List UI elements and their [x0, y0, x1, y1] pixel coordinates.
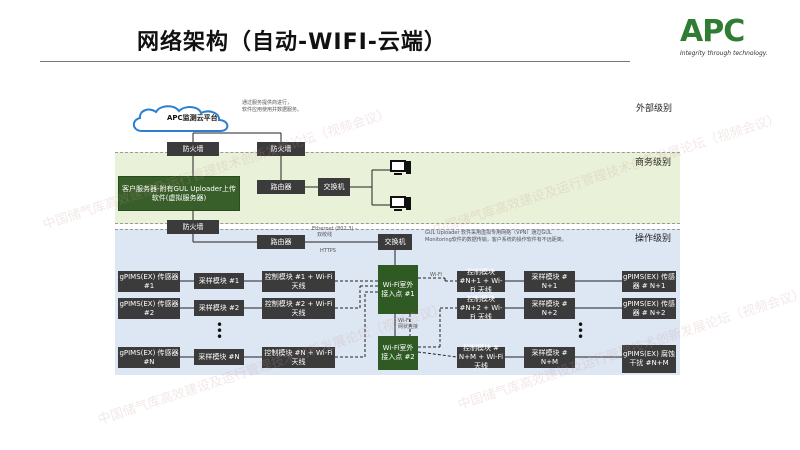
page-title: 网络架构（自动-WIFI-云端） [137, 30, 447, 55]
sensor-box-right-m: gPIMS(EX) 腐蚀干扰 #N+M [622, 345, 676, 373]
external-level-label: 外部级别 [636, 104, 673, 114]
sampling-module-left-1: 采样模块 #1 [194, 273, 244, 289]
sensor-box-right-1: gPIMS(EX) 传感器 # N+1 [622, 271, 676, 292]
https-note: HTTPS [320, 248, 336, 254]
title-divider [40, 61, 630, 62]
logo-text: APC [680, 14, 745, 49]
control-module-left-2: 控制模块 #2 + Wi-Fi 天线 [262, 298, 335, 319]
sampling-module-right-1: 采样模块 # N+1 [524, 271, 575, 292]
sensor-box-left-1: gPIMS(EX) 传感器 #1 [118, 271, 180, 292]
sampling-module-left-2: 采样模块 #2 [194, 300, 244, 316]
sensor-box-left-n: gPIMS(EX) 传感器 #N [118, 347, 180, 368]
sampling-module-right-2: 采样模块 # N+2 [524, 298, 575, 319]
cloud-icon [132, 105, 229, 132]
computer-icon [390, 160, 411, 175]
sensor-box-left-2: gPIMS(EX) 传感器 #2 [118, 298, 180, 319]
computer-icon [390, 196, 411, 211]
sensor-box-right-2: gPIMS(EX) 传感器 # N+2 [622, 298, 676, 319]
operations-level-label: 操作级别 [635, 234, 672, 244]
switch-business: 交换机 [318, 178, 350, 196]
wifi-mesh-note: Wi-Fi [398, 318, 410, 324]
firewall-top-left: 防火墙 [167, 142, 219, 156]
ellipsis-dots-left: ••• [216, 318, 224, 344]
cloud-note-2: 软件应用使用并数据服务。 [242, 107, 303, 113]
business-level-label: 商务级别 [635, 158, 672, 168]
gul-note-1: GUL Uploader 软件采用虚拟专用网络（VPN）通过GUL [425, 230, 552, 236]
control-module-left-n: 控制模块 #N + Wi-Fi 天线 [262, 347, 335, 368]
apc-logo: APC Integrity through technology. [680, 14, 776, 57]
wifi-mesh-note-2: 网状连接 [398, 324, 419, 330]
sampling-module-right-m: 采样模块 # N+M [524, 347, 575, 368]
firewall-lower: 防火墙 [167, 220, 219, 234]
wifi-access-point-2: Wi-Fi室外接入点 #2 [378, 336, 418, 370]
logo-tagline: Integrity through technology. [680, 50, 768, 57]
cloud-label: APC监测云平台 [167, 114, 218, 122]
ellipsis-dots-right: ••• [577, 318, 585, 344]
cloud-note-1: 通过服务提供商进行， [242, 100, 293, 106]
switch-operations: 交换机 [378, 234, 412, 250]
client-server: 客户服务器-附有GUL Uploader上传软件(虚拟服务器) [118, 176, 240, 211]
ethernet-note-1: Ethernet (802.3) – [312, 226, 358, 232]
router-business: 路由器 [257, 180, 305, 194]
firewall-top-right: 防火墙 [257, 142, 305, 156]
wifi-access-point-1: Wi-Fi室外接入点 #1 [378, 265, 418, 314]
gul-note-2: Monitoring软件的数据传输，客户系统的操作软件有不远距离。 [425, 237, 567, 243]
control-module-left-1: 控制模块 #1 + Wi-Fi 天线 [262, 271, 335, 292]
control-module-right-m: 控制模块 # N+M + Wi-Fi 天线 [457, 344, 505, 370]
ethernet-note-2: 双绞线 [317, 232, 333, 238]
sampling-module-left-n: 采样模块 #N [194, 349, 244, 365]
wifi-note-right: Wi-Fi [430, 272, 442, 278]
router-operations: 路由器 [257, 235, 305, 249]
control-module-right-2: 控制模块 #N+2 + Wi-Fi 天线 [457, 295, 505, 321]
control-module-right-1: 控制模块 #N+1 + Wi-Fi 天线 [457, 268, 505, 294]
